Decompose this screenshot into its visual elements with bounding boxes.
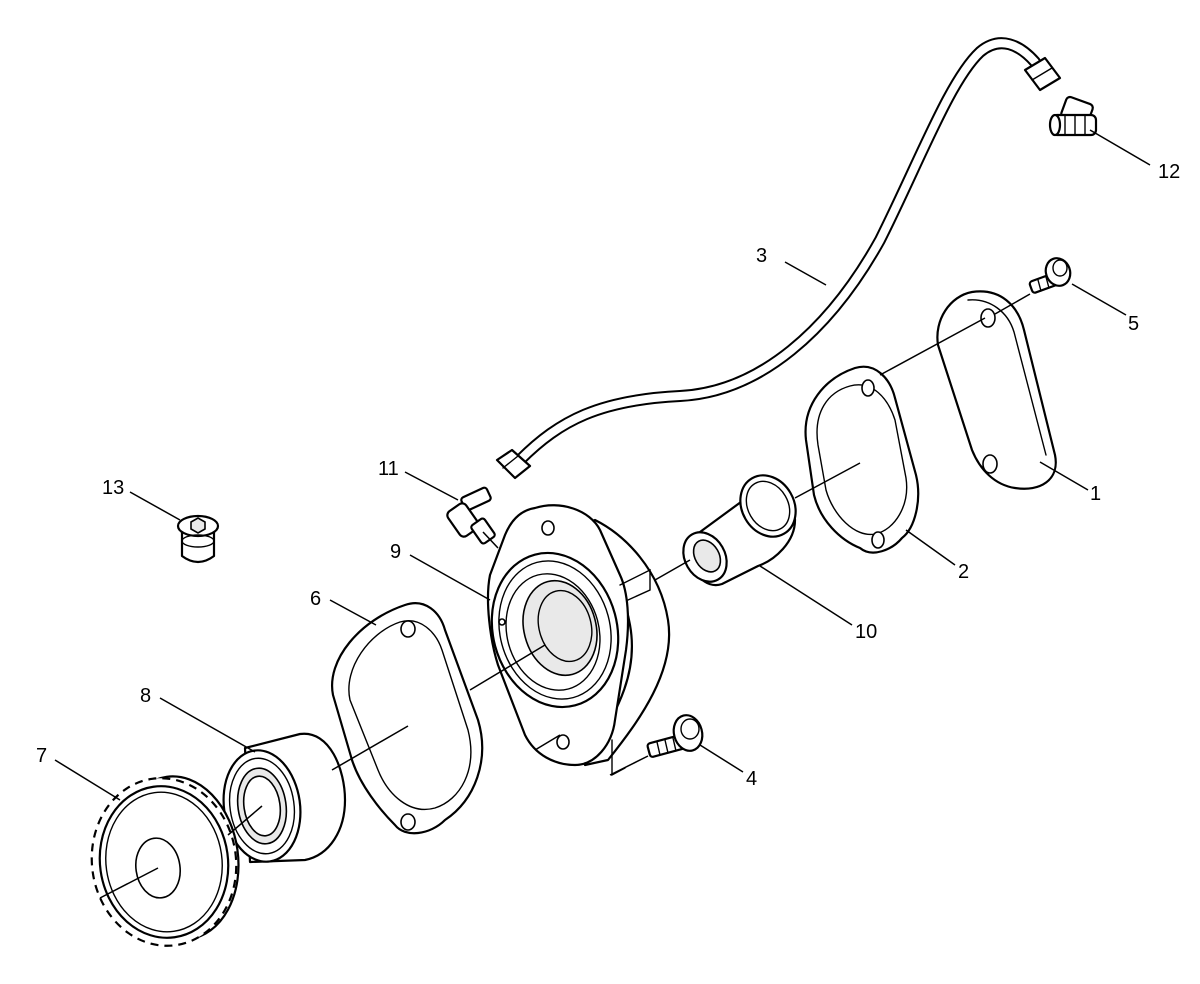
part-3-oil-line	[495, 37, 1062, 480]
part-9-housing	[486, 504, 671, 777]
part-1-cover-plate	[936, 290, 1057, 490]
callout-4: 4	[746, 768, 757, 790]
part-8-bearing	[222, 732, 347, 864]
part-7-gear	[90, 775, 240, 947]
part-4-bolt	[646, 714, 704, 758]
callout-13: 13	[102, 477, 124, 499]
callout-3: 3	[756, 245, 767, 267]
part-11-elbow-fitting	[446, 486, 496, 545]
callout-7: 7	[36, 745, 47, 767]
callout-2: 2	[958, 561, 969, 583]
part-10-shaft	[682, 474, 797, 587]
callout-11: 11	[378, 458, 399, 480]
callout-labels: 1 2 3 4 5 6 7 8 9 10 11 12 13	[36, 161, 1180, 790]
callout-12: 12	[1158, 161, 1180, 183]
callout-6: 6	[310, 588, 321, 610]
callout-10: 10	[855, 621, 877, 643]
part-12-elbow-fitting	[1048, 95, 1098, 137]
part-13-plug	[176, 514, 220, 564]
part-2-gasket-rear	[804, 365, 920, 554]
tube-nut-lower	[495, 448, 532, 480]
callout-8: 8	[140, 685, 151, 707]
assembly-axis-lines	[99, 293, 1031, 899]
part-5-bolt	[1028, 257, 1072, 294]
part-6-gasket-front	[330, 602, 484, 835]
callout-9: 9	[390, 541, 401, 563]
callout-1: 1	[1090, 483, 1101, 505]
callout-5: 5	[1128, 313, 1139, 335]
tube-nut-upper	[1023, 56, 1062, 92]
callout-leaders	[54, 129, 1151, 801]
